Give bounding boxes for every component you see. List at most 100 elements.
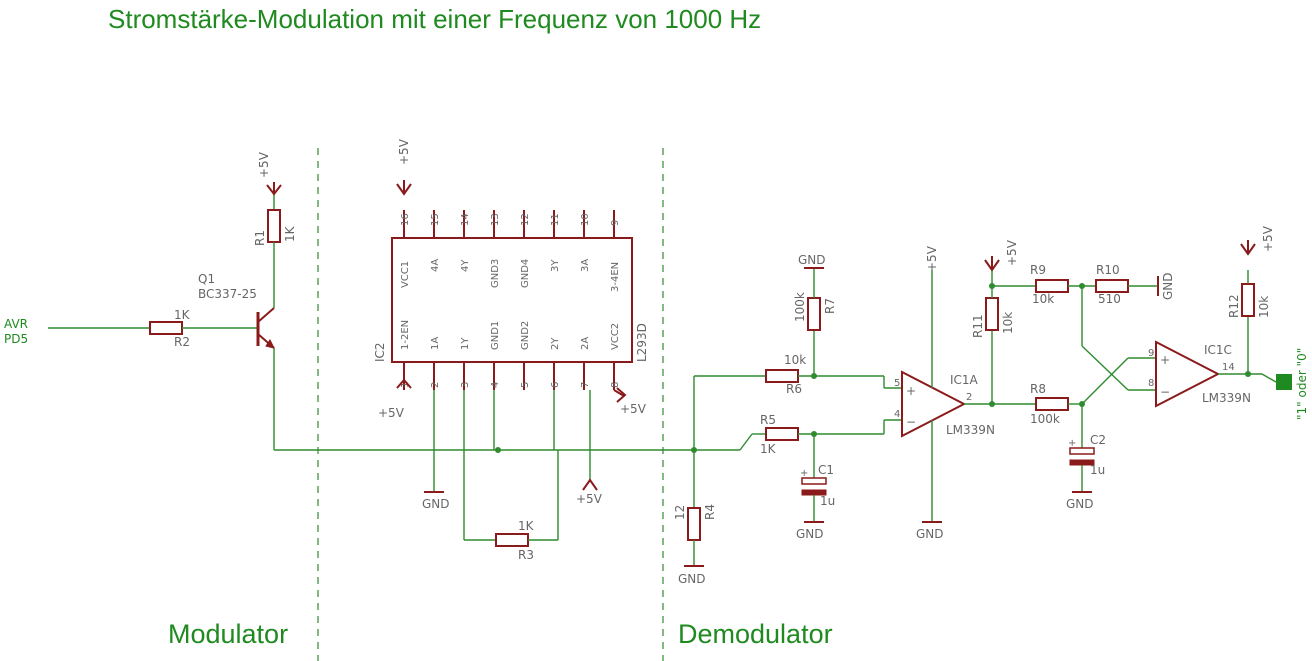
supply-label-ic2-pin7: +5V [576,492,603,506]
ic1c-pin-plus: 9 [1148,348,1154,359]
r11-name: R11 [971,314,985,338]
r8-value: 100k [1030,412,1060,426]
ic2-pin-8-num: 8 [610,382,621,388]
ic2-pin-4-label: GND1 [490,321,501,350]
ic1c-name: IC1C [1204,343,1232,357]
supply-label-r11: +5V [1005,239,1019,266]
ic2-pin-15-label: 4A [430,259,441,272]
ic1c-pin-minus: 8 [1148,378,1154,389]
ic2-type: L293D [635,323,649,362]
r11-value: 10k [1001,312,1015,334]
supply-arrow-ic2-pin7 [582,478,598,491]
schematic-title: Stromstärke-Modulation mit einer Frequen… [108,4,761,34]
input-label-avr: AVR [4,317,28,331]
resistor-r3 [495,533,529,547]
ic1a-plus-sign: + [906,384,916,398]
ground-label-r10: GND [1161,272,1175,300]
c1-polarity: + [800,468,808,479]
resistor-r4 [687,507,701,541]
resistor-r11 [985,297,999,331]
resistor-r6 [765,369,799,383]
r1-value: 1K [283,225,297,242]
r5-value: 1K [760,442,777,456]
ground-label-r4: GND [678,572,706,586]
ic2-pin-13-label: GND3 [490,259,501,288]
ic2-pin-5-num: 5 [520,382,531,388]
r3-value: 1K [518,519,535,533]
ic2-pin-11-num: 11 [550,213,561,226]
ic2-pin-16-num: 16 [400,213,411,226]
comparator-ic1c [1155,340,1221,408]
r9-name: R9 [1030,263,1046,277]
ic2-pin-5-label: GND2 [520,321,531,350]
resistor-r10 [1095,279,1129,293]
resistor-r1 [267,209,281,243]
supply-label-ic1a: +5V [925,245,939,272]
ic2-pin-9-num: 9 [610,220,621,226]
r2-name: R2 [174,335,190,349]
ic2-pin-4-num: 4 [490,382,501,388]
supply-arrow-q1 [266,182,282,196]
resistor-r5 [765,427,799,441]
ic1a-pin-minus: 4 [894,409,900,420]
output-pad [1276,374,1292,390]
r7-name: R7 [823,298,837,314]
supply-label-ic2-pin1: +5V [378,406,405,420]
ic2-pin-3-num: 3 [460,382,471,388]
r10-value: 510 [1098,292,1121,306]
capacitor-c1 [801,477,827,485]
ic2-pin-2-num: 2 [430,382,441,388]
ic2-pin-8-label: VCC2 [610,323,621,350]
ground-label-ic1a: GND [916,527,944,541]
ic2-pin-10-num: 10 [580,213,591,226]
ic1a-minus-sign: − [906,415,916,429]
ic2-bottom-pins [403,362,615,390]
ic2-pin-1-num: 1 [400,382,411,388]
ic1a-name: IC1A [950,373,979,387]
ic1a-type: LM339N [946,423,995,437]
ic2-pin-10-label: 3A [580,259,591,272]
ic2-name: IC2 [373,342,387,362]
r4-name: R4 [703,504,717,520]
ic2-pin-3-label: 1Y [460,337,471,350]
ic1c-plus-sign: + [1160,353,1170,367]
output-label: "1" oder "0" [1295,348,1309,420]
ic1c-minus-sign: − [1160,385,1170,399]
c2-value: 1u [1090,463,1105,477]
supply-arrow-ic2-top [396,180,412,196]
q1-type: BC337-25 [198,287,257,301]
r1-name: R1 [253,230,267,246]
ground-label-ic2: GND [422,497,450,511]
c1-name: C1 [818,463,834,477]
r9-value: 10k [1032,292,1054,306]
comparator-ic1a [901,370,967,438]
r6-name: R6 [786,382,802,396]
resistor-r7 [807,297,821,331]
c2-polarity: + [1068,438,1076,449]
supply-arrow-ic2-pin8 [613,387,627,403]
input-label-pd5: PD5 [4,332,28,346]
r10-name: R10 [1096,263,1120,277]
ic1a-pin-out: 2 [966,392,972,403]
supply-arrow-r12 [1240,240,1256,256]
ic2-pin-15-num: 15 [430,213,441,226]
ic2-pin-12-num: 12 [520,213,531,226]
r12-value: 10k [1257,296,1271,318]
supply-label-ic2-top: +5V [397,138,411,165]
ic2-pin-9-label: 3-4EN [610,262,621,292]
ic2-l293d [391,237,633,363]
ic2-pin-11-label: 3Y [550,259,561,272]
resistor-r2 [149,321,183,335]
ic2-pin-6-label: 2Y [550,337,561,350]
r4-value: 12 [673,505,687,520]
ic2-pin-7-num: 7 [580,382,591,388]
ic2-pin-1-label: 1-2EN [400,320,411,350]
ground-label-c2: GND [1066,497,1094,511]
ic2-pin-13-num: 13 [490,213,501,226]
ic1c-pin-out: 14 [1222,362,1235,373]
ic2-top-pins [403,210,615,238]
ic2-pin-7-label: 2A [580,337,591,350]
resistor-r9 [1035,279,1069,293]
r6-value: 10k [784,353,806,367]
resistor-r8 [1035,397,1069,411]
